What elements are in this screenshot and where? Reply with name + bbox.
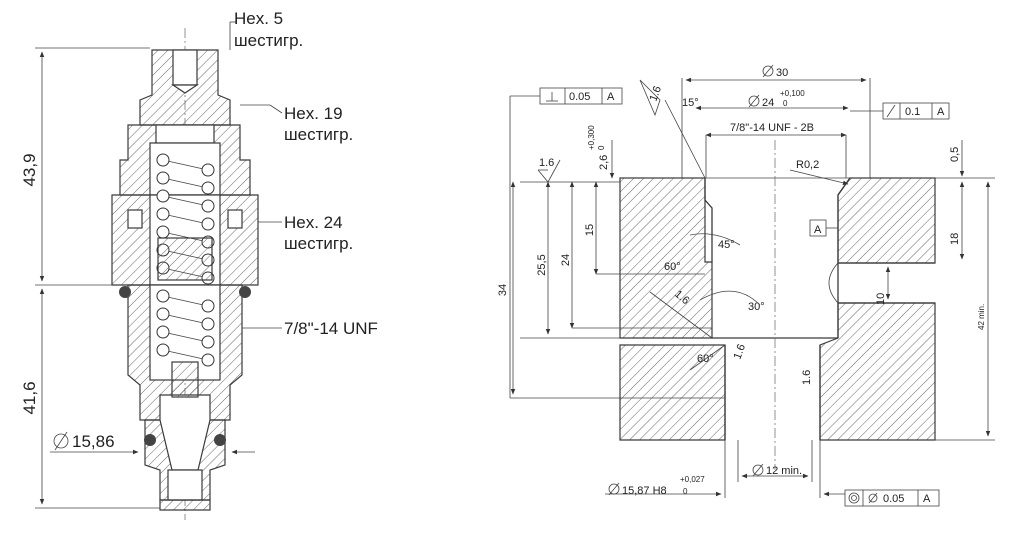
callout-hex5-ru: шестигр. (234, 31, 303, 50)
dim-0-5: 0,5 (949, 147, 961, 162)
angle60a: 60° (664, 261, 681, 273)
dim-lower: 41,6 (20, 381, 39, 414)
conc-datum: A (923, 493, 931, 505)
angle15: 15° (682, 97, 699, 109)
rough-mid2: 1.6 (732, 343, 749, 361)
callout-hex5: Hex. 5 (234, 9, 283, 28)
dim-24: 24 (560, 254, 572, 266)
dim-15: 15 (584, 224, 596, 236)
dia24-tol-lower: 0 (783, 99, 788, 108)
callout-hex24-ru: шестигр. (284, 234, 353, 253)
dia1587: 15,87 H8 (622, 485, 667, 497)
callout-hex19-ru: шестигр. (284, 125, 353, 144)
dia1587-tol-upper: +0,027 (680, 475, 705, 484)
runout-datum: A (937, 106, 945, 118)
rough-top: 1.6 (648, 85, 665, 103)
callout-hex24: Hex. 24 (284, 213, 343, 232)
cartridge-valve-section: 43,9 41,6 15,86 Hex. 5 шестигр. Hex. 19 … (20, 9, 378, 520)
dim-18: 18 (949, 233, 961, 245)
cavity-section: 30 24 +0,100 0 7/8"-14 UNF - 2B R0,2 15°… (497, 64, 995, 507)
perp-tol: 0.05 (569, 91, 590, 103)
dia12: 12 min. (766, 465, 802, 477)
dim-upper: 43,9 (20, 153, 39, 186)
perpendicularity-frame: 0.05 A (509, 87, 623, 398)
angle45: 45° (718, 239, 735, 251)
depth-tol-upper: +0,300 (587, 125, 596, 150)
runout-frame: 0.1 A (850, 102, 950, 120)
rough-left: 1.6 (539, 157, 554, 169)
radius: R0,2 (796, 159, 819, 171)
dia-label: 15,86 (72, 432, 115, 451)
dia10: 10 (875, 293, 887, 305)
dia24: 24 (762, 97, 774, 109)
dim-42: 42 min. (977, 304, 986, 330)
spring (156, 153, 215, 367)
dia24-tol-upper: +0,100 (780, 89, 805, 98)
datum-label: A (814, 224, 822, 236)
angle30: 30° (748, 301, 765, 313)
concentricity-frame: 0.05 A (844, 489, 940, 507)
callout-thread: 7/8"-14 UNF (284, 319, 378, 338)
thread-label: 7/8"-14 UNF - 2B (730, 122, 814, 134)
runout-tol: 0.1 (905, 106, 920, 118)
dim-25-5: 25,5 (536, 254, 548, 275)
datum-box: A (809, 219, 838, 237)
depth: 2,6 (598, 155, 610, 170)
callout-hex19: Hex. 19 (284, 104, 343, 123)
dia1587-tol-lower: 0 (683, 487, 688, 496)
conc-tol: 0.05 (883, 493, 904, 505)
perp-datum: A (607, 91, 615, 103)
dia30: 30 (776, 67, 788, 79)
rough-right: 1.6 (801, 370, 813, 385)
dim-34: 34 (497, 284, 509, 296)
depth-tol-lower: 0 (597, 145, 606, 150)
